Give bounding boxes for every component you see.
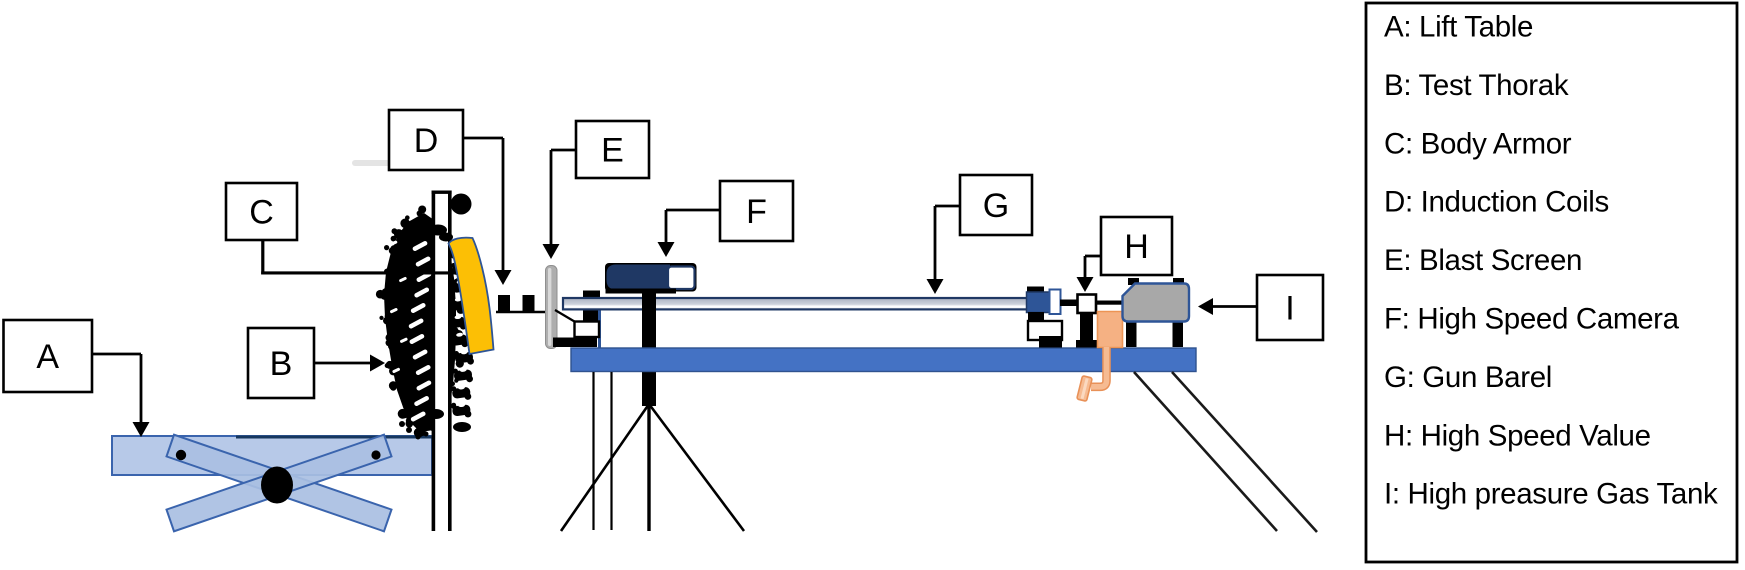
svg-text:D: Induction Coils: D: Induction Coils — [1384, 186, 1609, 219]
svg-text:G: G — [983, 187, 1009, 225]
svg-text:I: I — [1285, 290, 1294, 328]
svg-text:A: A — [36, 338, 59, 376]
svg-text:E: E — [601, 132, 624, 170]
svg-text:A: Lift Table: A: Lift Table — [1384, 11, 1533, 44]
svg-text:H: H — [1124, 228, 1149, 266]
svg-text:I: High preasure Gas Tank: I: High preasure Gas Tank — [1384, 478, 1718, 511]
svg-text:D: D — [414, 122, 439, 160]
svg-text:B: B — [270, 345, 293, 383]
svg-text:B: Test Thorak: B: Test Thorak — [1384, 69, 1569, 102]
svg-text:G: Gun Barel: G: Gun Barel — [1384, 361, 1552, 394]
svg-text:F: F — [746, 193, 767, 231]
svg-text:C: Body Armor: C: Body Armor — [1384, 127, 1572, 160]
svg-text:H: High Speed Value: H: High Speed Value — [1384, 419, 1651, 452]
svg-text:F: High Speed Camera: F: High Speed Camera — [1384, 303, 1680, 336]
svg-text:E: Blast Screen: E: Blast Screen — [1384, 244, 1582, 277]
svg-text:C: C — [249, 194, 274, 232]
